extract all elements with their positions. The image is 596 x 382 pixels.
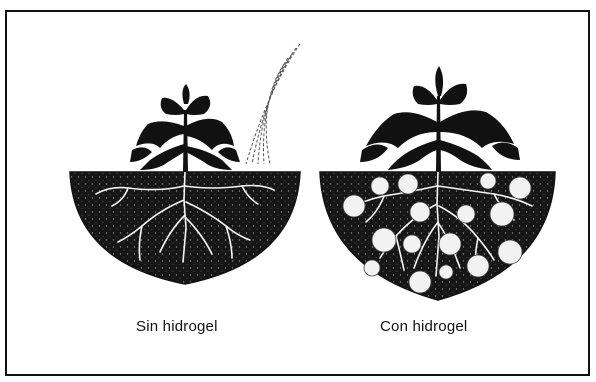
caption-sin-hidrogel: Sin hidrogel [136,318,218,335]
hydrogel-bead-icon [480,173,496,189]
hydrogel-bead-icon [372,228,396,252]
hydrogel-bead-icon [403,235,421,253]
right-plant-icon [360,66,520,172]
water-stream-icon [246,44,300,164]
hydrogel-bead-icon [439,265,453,279]
hydrogel-bead-icon [490,202,514,226]
caption-con-hidrogel: Con hidrogel [380,318,467,335]
hydrogel-bead-icon [509,177,531,199]
left-plant-icon [130,84,240,172]
hydrogel-bead-icon [410,202,430,222]
hydrogel-bead-icon [409,271,431,293]
hydrogel-bead-icon [343,195,365,217]
hydrogel-bead-icon [371,177,389,195]
hydrogel-bead-icon [457,205,475,223]
hydrogel-bead-icon [498,240,522,264]
hydrogel-bead-icon [467,255,489,277]
hydrogel-bead-icon [364,260,380,276]
hydrogel-bead-icon [398,174,418,194]
hydrogel-bead-icon [439,233,461,255]
